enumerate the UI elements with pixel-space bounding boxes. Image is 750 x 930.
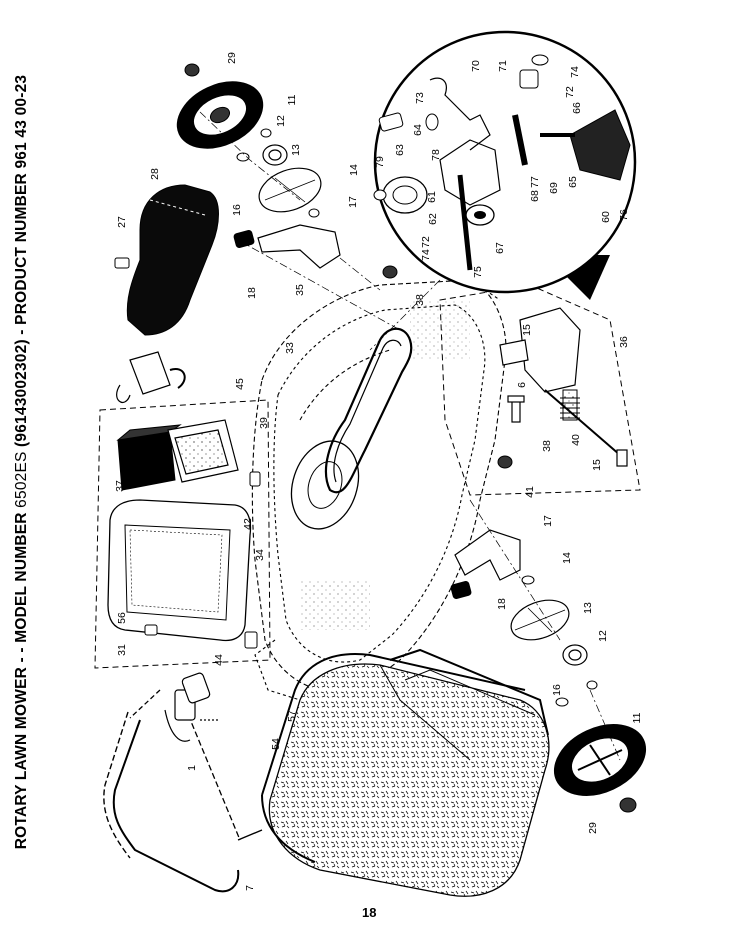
callout-73: 73 xyxy=(414,92,426,104)
cover-group-outline xyxy=(94,399,271,669)
callout-34: 34 xyxy=(254,549,266,561)
grass-bag xyxy=(261,648,550,897)
small-hardware xyxy=(114,63,637,813)
callout-41: 41 xyxy=(524,486,536,498)
callout-15: 15 xyxy=(521,324,533,336)
callout-74: 74 xyxy=(420,249,432,261)
lower-hubcap xyxy=(510,599,570,641)
callout-71: 71 xyxy=(497,60,509,72)
deck-pulley xyxy=(290,440,360,530)
leader-lines xyxy=(199,111,621,761)
callout-79: 79 xyxy=(374,156,386,168)
callout-11: 11 xyxy=(286,94,298,105)
callout-28: 28 xyxy=(149,168,161,180)
callout-62: 62 xyxy=(427,213,439,225)
title-model: 6502ES xyxy=(13,451,30,508)
callout-37: 37 xyxy=(114,480,126,492)
bolt-6 xyxy=(507,395,525,423)
callout-17: 17 xyxy=(347,196,359,208)
callout-38-2: 38 xyxy=(541,440,553,452)
callout-7: 7 xyxy=(244,885,256,891)
callout-72-2: 72 xyxy=(564,86,576,98)
callout-14-2: 14 xyxy=(561,552,573,564)
battery xyxy=(116,424,182,491)
callout-16-2: 16 xyxy=(551,684,563,696)
callout-54: 54 xyxy=(270,738,282,750)
callout-13: 13 xyxy=(290,144,302,156)
callout-60: 60 xyxy=(600,211,612,223)
upper-height-bracket xyxy=(233,224,341,269)
lower-gear xyxy=(562,644,588,666)
transmission xyxy=(499,307,628,467)
callout-29-2: 29 xyxy=(587,822,599,834)
callout-56: 56 xyxy=(116,612,128,624)
page-number: 18 xyxy=(362,905,377,920)
callout-12: 12 xyxy=(275,115,287,127)
callout-72: 72 xyxy=(420,236,432,248)
callout-68: 68 xyxy=(529,190,541,202)
callout-57: 57 xyxy=(286,710,298,722)
callout-16: 16 xyxy=(231,204,243,216)
callout-12-2: 12 xyxy=(597,630,609,642)
callout-65: 65 xyxy=(567,176,579,188)
discharge-chute xyxy=(126,184,219,336)
callout-77: 77 xyxy=(529,176,541,188)
callout-67: 67 xyxy=(494,242,506,254)
callout-61: 61 xyxy=(426,191,438,203)
callout-40: 40 xyxy=(570,434,582,446)
title-part-2: (96143002302) - PRODUCT NUMBER 961 43 00… xyxy=(13,74,30,447)
upper-wheel xyxy=(176,81,264,149)
callout-36: 36 xyxy=(618,336,630,348)
lower-height-bracket xyxy=(450,529,521,600)
title-part-1: ROTARY LAWN MOWER - - MODEL NUMBER xyxy=(13,512,30,850)
callout-75: 75 xyxy=(472,266,484,278)
callout-76: 76 xyxy=(618,209,630,221)
control-lever xyxy=(164,672,220,742)
lower-wheel xyxy=(553,724,647,796)
callout-1: 1 xyxy=(186,765,198,771)
callout-74-2: 74 xyxy=(569,66,581,78)
callout-38: 38 xyxy=(414,294,426,306)
callout-15-2: 15 xyxy=(591,459,603,471)
callout-18: 18 xyxy=(246,287,258,299)
upper-gear xyxy=(262,144,288,166)
callout-6: 6 xyxy=(516,382,528,388)
callout-35: 35 xyxy=(294,284,306,296)
callout-31: 31 xyxy=(116,644,128,656)
callout-70: 70 xyxy=(470,60,482,72)
callout-labels: 1671111121213131414151516161717181827282… xyxy=(114,52,643,891)
drive-belt xyxy=(325,327,413,494)
battery-cover xyxy=(107,499,252,642)
callout-29: 29 xyxy=(226,52,238,64)
callout-14: 14 xyxy=(348,164,360,176)
callout-39: 39 xyxy=(258,417,270,429)
callout-69: 69 xyxy=(548,182,560,194)
charger xyxy=(116,351,186,403)
upper-hubcap xyxy=(258,167,322,213)
mower-deck xyxy=(251,279,507,701)
callout-64: 64 xyxy=(412,124,424,136)
callout-66: 66 xyxy=(571,102,583,114)
callout-44: 44 xyxy=(213,654,225,666)
page-title: ROTARY LAWN MOWER - - MODEL NUMBER 6502E… xyxy=(13,75,31,849)
callout-42: 42 xyxy=(242,518,254,530)
detail-circle xyxy=(373,30,637,300)
callout-33: 33 xyxy=(284,342,296,354)
drive-spring xyxy=(560,389,580,421)
charger-box xyxy=(167,419,239,483)
callout-13-2: 13 xyxy=(582,602,594,614)
callout-27: 27 xyxy=(116,216,128,228)
callout-78: 78 xyxy=(430,149,442,161)
callout-17-2: 17 xyxy=(542,515,554,527)
callout-18-2: 18 xyxy=(496,598,508,610)
callout-45: 45 xyxy=(234,378,246,390)
callout-63: 63 xyxy=(394,144,406,156)
callout-11-2: 11 xyxy=(631,712,643,723)
